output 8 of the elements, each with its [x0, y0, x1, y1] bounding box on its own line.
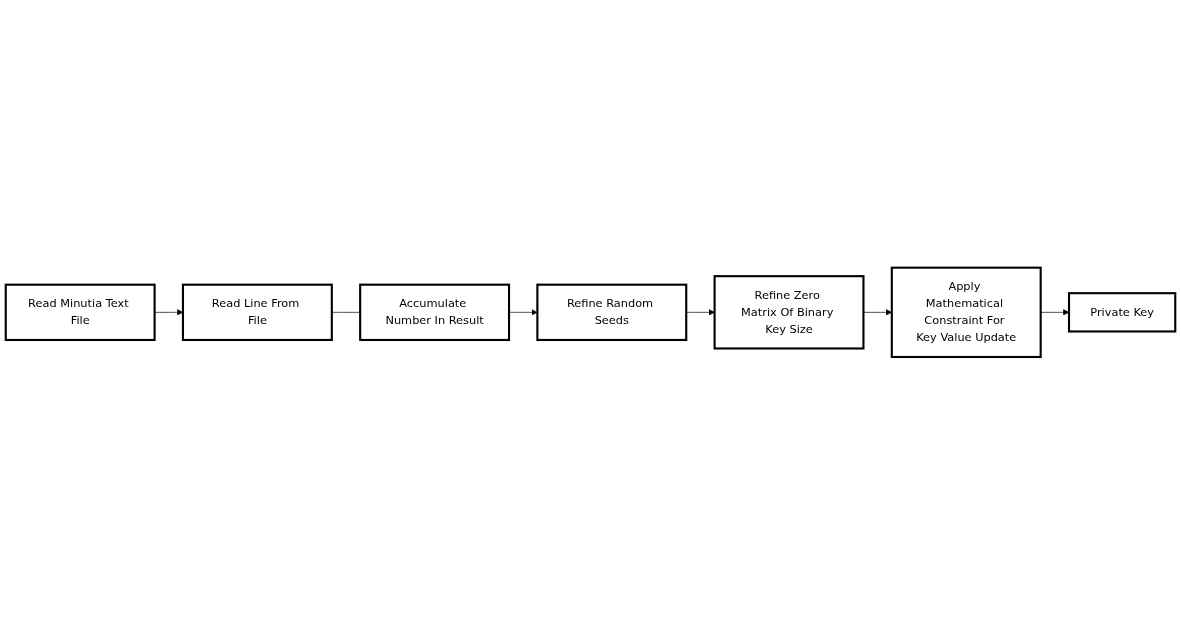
connector — [331, 312, 361, 313]
node-box: Refine Random Seeds — [536, 283, 688, 342]
node-box: Private Key — [1067, 292, 1177, 333]
node-box: Read Line From File — [181, 283, 333, 342]
node-box: Accumulate Number In Result — [359, 283, 511, 342]
node-box: Refine Zero Matrix Of Binary Key Size — [713, 275, 865, 350]
node-box: Apply Mathematical Constraint For Key Value Update — [890, 266, 1042, 359]
node-box: Read Minutia Text File — [4, 283, 156, 342]
